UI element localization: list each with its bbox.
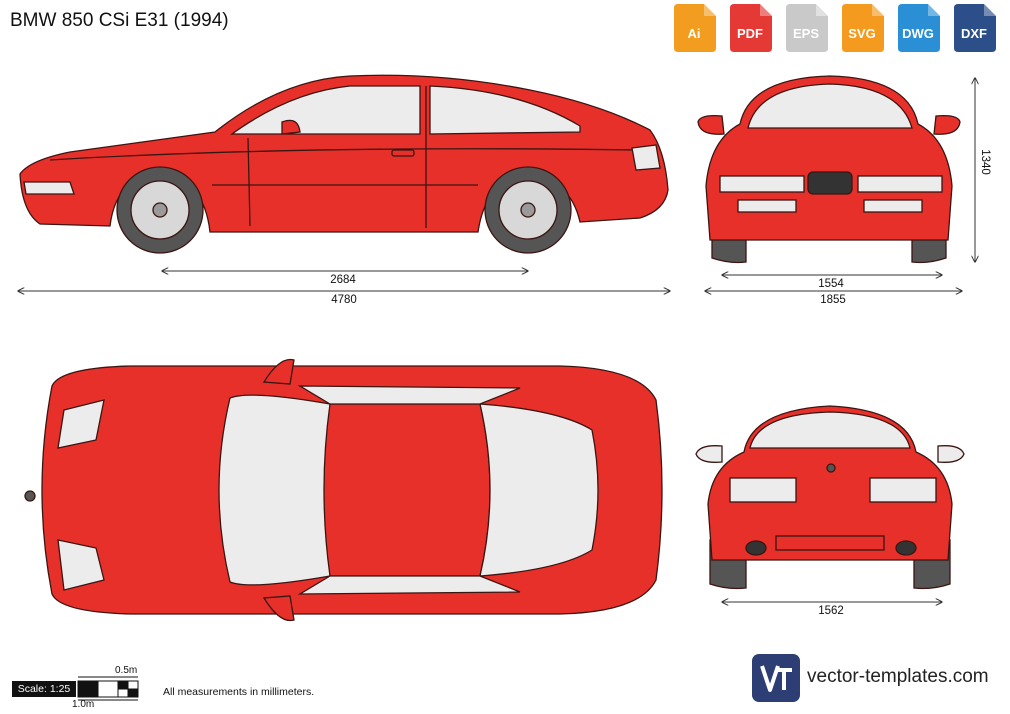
front-track-label: 1554 [818,278,844,290]
dwg-file-icon[interactable]: DWG [896,4,944,52]
dwg-file-label: DWG [902,26,934,41]
rear-track-label: 1562 [818,605,844,617]
scale-segment-6 [127,688,139,698]
scale-segment-1 [77,680,99,698]
ai-file-icon[interactable]: Ai [672,4,720,52]
front-mirror-left [697,114,725,135]
side-door-line [247,137,251,227]
width-label: 1855 [820,294,846,306]
measurement-note: All measurements in millimeters. [163,686,315,698]
svg-file-label: SVG [848,26,876,41]
exhaust-left [745,540,767,556]
top-rear-window [479,403,599,577]
front-view [697,75,961,264]
dxf-file-label: DXF [961,26,987,41]
door-handle [391,149,415,157]
length-label: 4780 [331,294,357,306]
side-headlight [23,181,75,195]
wheelbase-label: 2684 [330,274,356,286]
front-mirror-right [933,114,961,135]
rear-mirror-left [695,445,723,463]
height-label: 1340 [979,149,991,175]
scale-label: Scale: 1:25 [12,681,76,697]
rear-taillight-left [729,477,797,503]
side-taillight [631,144,661,171]
rear-hub [520,202,536,218]
scale-segment-4 [127,680,139,690]
vt-logo-icon [752,654,800,702]
scale-segment-3 [117,680,129,690]
brand-logo[interactable] [752,654,800,702]
top-badge [24,490,36,502]
ai-file-label: Ai [687,26,701,41]
scale-segment-5 [117,688,129,698]
dxf-file-icon[interactable]: DXF [952,4,1000,52]
rear-mirror-right [937,445,965,463]
format-icons: Ai PDF EPS SVG DWG DXF [672,4,1008,52]
rear-view [695,405,965,590]
scale-bar [77,676,139,701]
front-windshield [747,83,913,129]
top-view [24,358,663,622]
pdf-file-label: PDF [737,26,763,41]
brand-name[interactable]: vector-templates.com [807,666,989,687]
front-headlight-right [857,175,943,193]
top-roof [323,403,491,577]
front-headlight-left [719,175,805,193]
eps-file-icon[interactable]: EPS [784,4,832,52]
side-character-line [49,148,641,161]
rear-window [749,411,911,449]
rear-plate-recess [775,535,885,551]
exhaust-right [895,540,917,556]
top-hood-vent-lower [57,539,105,591]
page-title: BMW 850 CSi E31 (1994) [10,10,229,31]
side-rear-window [429,85,581,135]
side-windows [229,85,421,135]
scale-one-meter-label: 1.0m [72,699,95,710]
kidney-grille [807,171,853,195]
scale-segment-2 [97,680,119,698]
front-hub [152,202,168,218]
top-side-window-upper [297,385,521,405]
eps-file-label: EPS [792,26,819,41]
top-mirror-upper [262,358,295,385]
pdf-file-icon[interactable]: PDF [728,4,776,52]
scale-half-meter-label: 0.5m [115,665,138,676]
rear-taillight-right [869,477,937,503]
top-windshield [218,394,331,586]
top-mirror-lower [262,595,295,622]
front-lower-intake-right [863,199,923,213]
side-view [19,74,669,254]
side-mirror [281,119,301,135]
front-lower-intake-left [737,199,797,213]
rear-badge [826,463,836,473]
svg-file-icon[interactable]: SVG [840,4,888,52]
top-side-window-lower [297,575,521,595]
top-hood-vent-upper [57,399,105,449]
